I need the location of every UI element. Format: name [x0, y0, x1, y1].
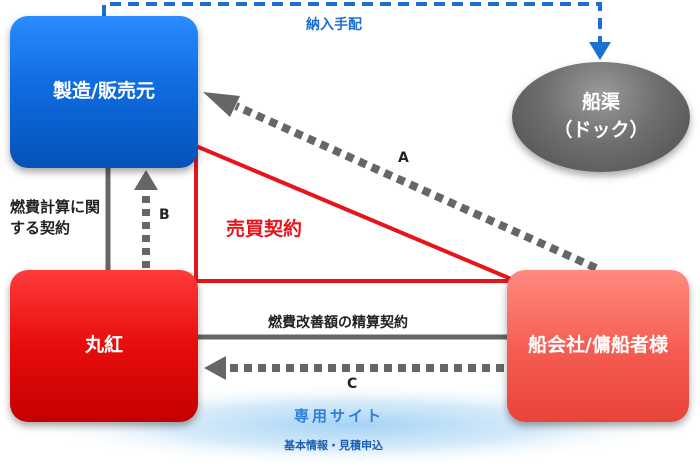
- arrow-b-head: [134, 170, 158, 190]
- delivery-arrow-line: [102, 2, 602, 44]
- dock-label-line2: （ドック）: [553, 119, 649, 141]
- site-title: 専用サイト: [294, 407, 385, 425]
- arrow-a-line: [234, 102, 598, 272]
- marubeni-node: 丸紅: [10, 270, 198, 422]
- fuel-calc-contract-label: 燃費計算に関する契約: [10, 198, 101, 237]
- dock-node: 船渠 （ドック）: [512, 62, 690, 172]
- fuel-settlement-contract-label: 燃費改善額の精算契約: [268, 315, 408, 331]
- arrow-c-head: [204, 356, 226, 380]
- marubeni-label: 丸紅: [84, 334, 123, 357]
- arrow-c-label: C: [347, 376, 358, 392]
- dock-label-line1: 船渠: [581, 91, 620, 114]
- delivery-label: 納入手配: [306, 17, 362, 33]
- arrow-a-head: [203, 92, 240, 117]
- manufacturer-node: 製造/販売元: [10, 16, 198, 168]
- arrow-b-label: B: [159, 207, 170, 223]
- ship-company-label: 船会社/傭船者様: [528, 334, 668, 357]
- arrow-a-label: A: [398, 150, 409, 166]
- delivery-arrow-head: [589, 42, 611, 60]
- manufacturer-label: 製造/販売元: [53, 80, 155, 103]
- sales-contract-triangle: [194, 142, 517, 283]
- ship-company-node: 船会社/傭船者様: [507, 270, 689, 422]
- sales-contract-label: 売買契約: [226, 218, 303, 240]
- site-subtitle: 基本情報・見積申込: [284, 439, 383, 452]
